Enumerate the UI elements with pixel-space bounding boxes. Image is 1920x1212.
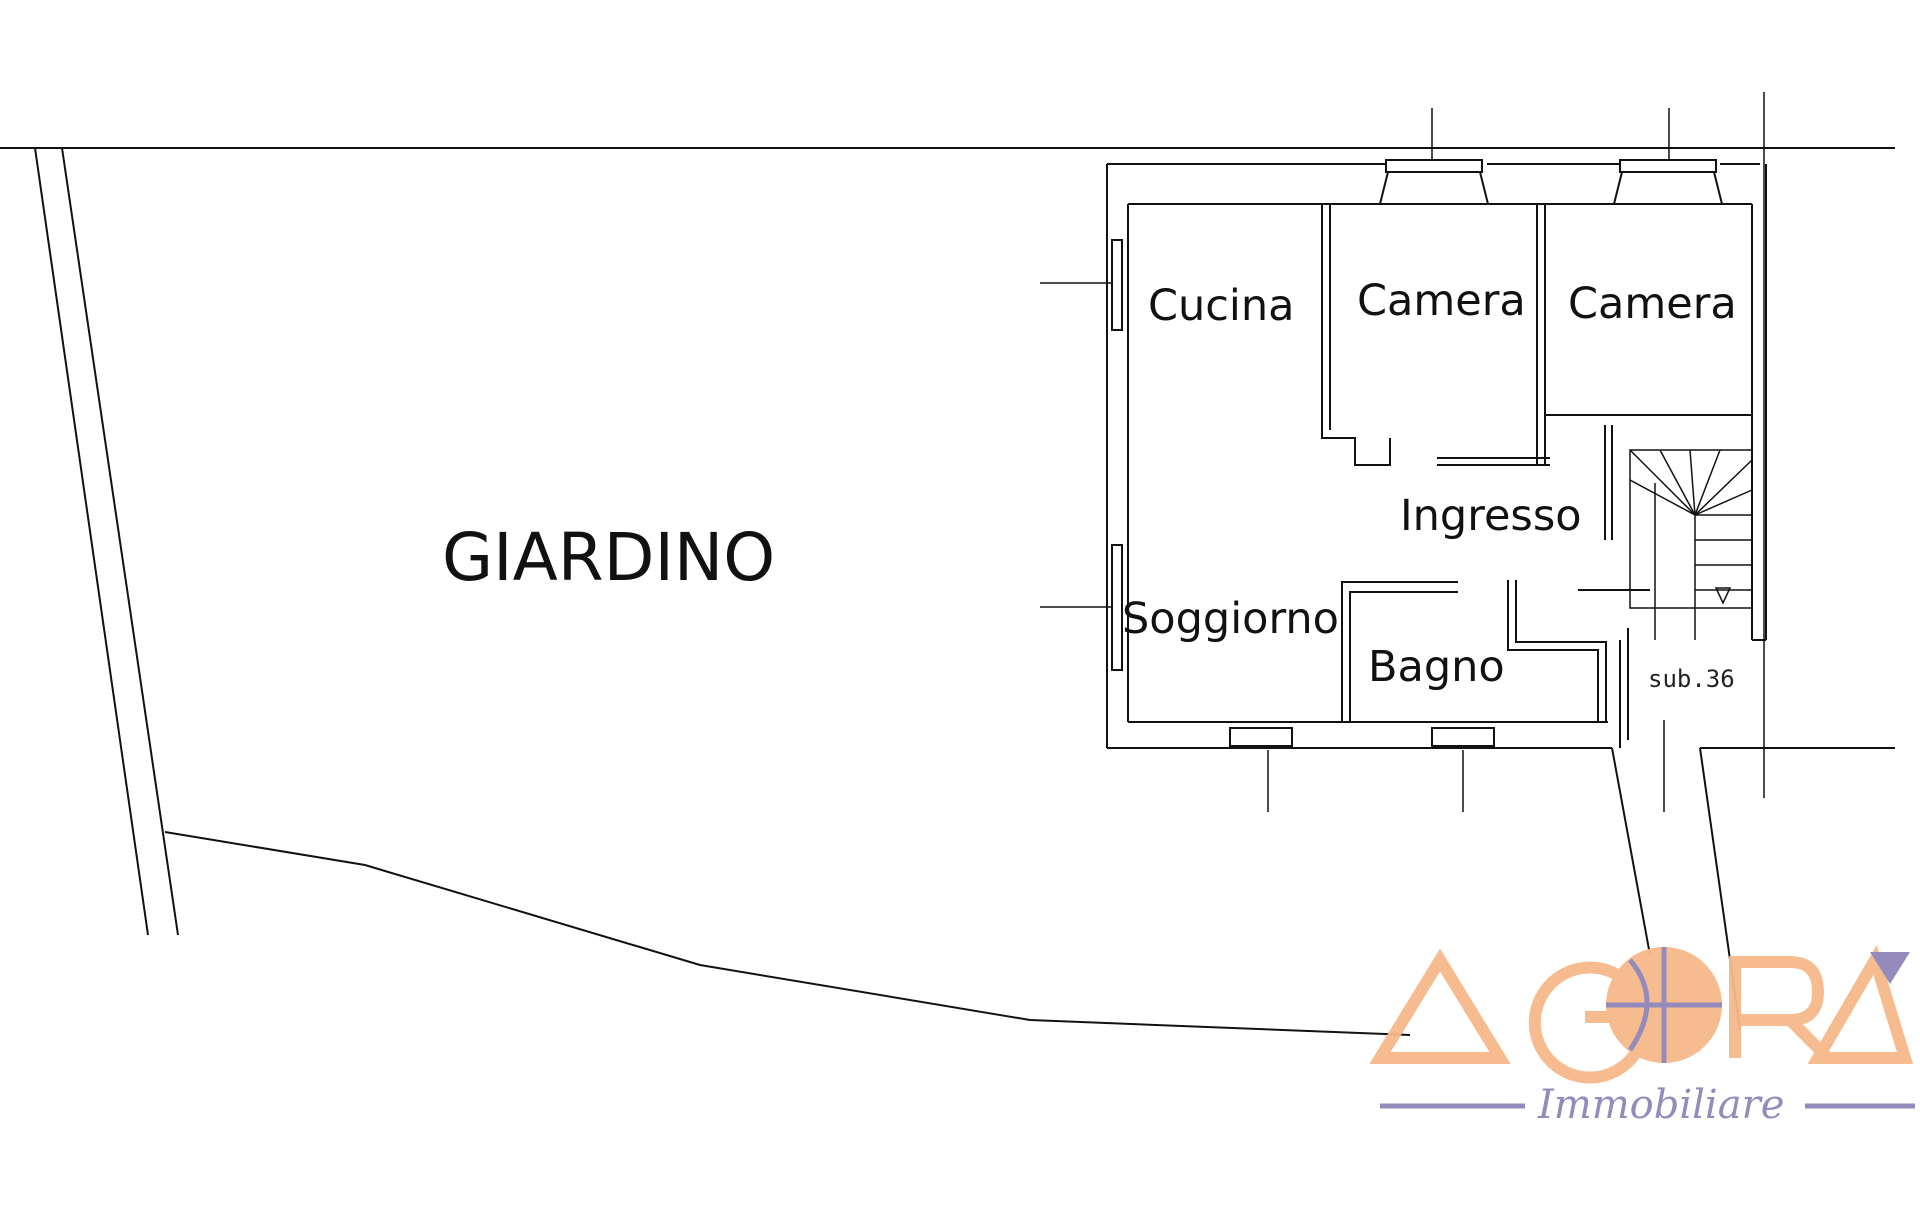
- axis-marks: [1040, 92, 1765, 812]
- agora-logo: Immobiliare: [1369, 945, 1915, 1128]
- unit-label: sub.36: [1648, 665, 1735, 693]
- room-label-camera-2: Camera: [1568, 279, 1737, 329]
- room-label-ingresso: Ingresso: [1400, 491, 1582, 541]
- staircase: [1629, 449, 1753, 640]
- room-label-camera-1: Camera: [1357, 276, 1526, 326]
- site-lines: [0, 147, 1895, 1036]
- partition-walls: [1321, 204, 1752, 748]
- garden-label: GIARDINO: [442, 519, 775, 596]
- room-label-cucina: Cucina: [1148, 281, 1294, 331]
- logo-tagline: Immobiliare: [1537, 1082, 1784, 1128]
- room-label-bagno: Bagno: [1368, 642, 1505, 692]
- room-label-soggiorno: Soggiorno: [1122, 594, 1339, 644]
- windows: [1111, 159, 1724, 747]
